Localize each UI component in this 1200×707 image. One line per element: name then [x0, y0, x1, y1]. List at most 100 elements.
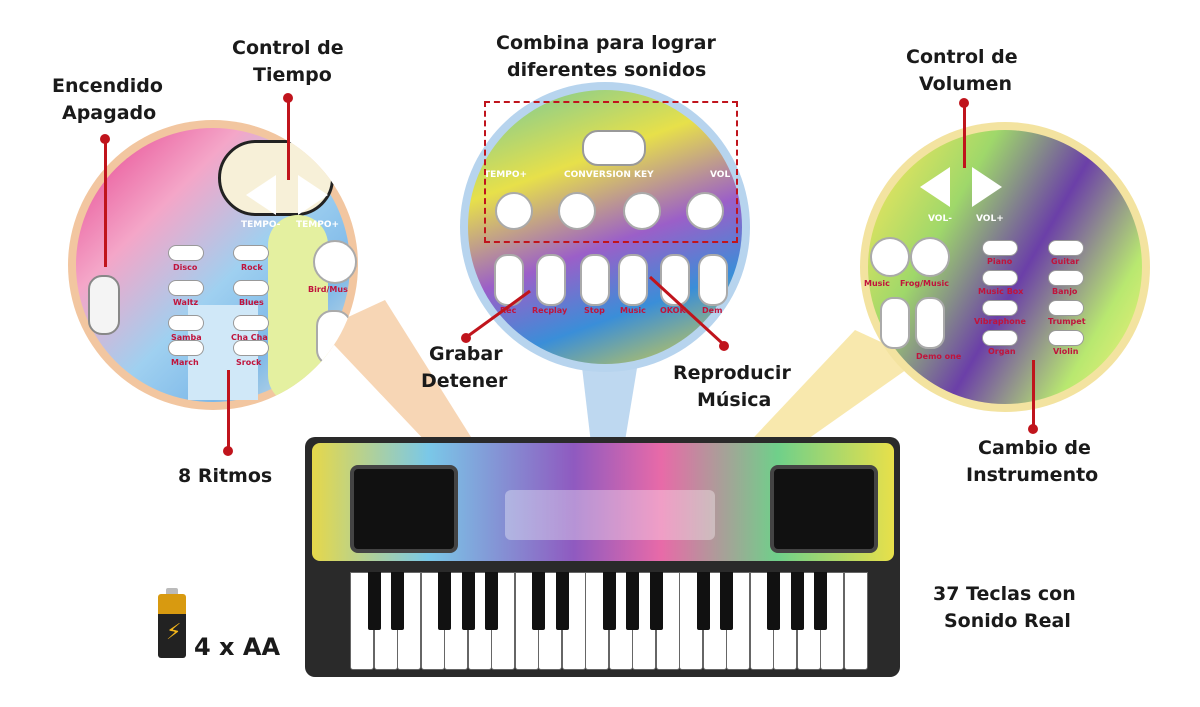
rhythm-label-4: Blues: [239, 298, 264, 307]
black-key[interactable]: [367, 572, 381, 630]
speaker-right: [770, 465, 878, 553]
rhythm-label-5: Samba: [171, 333, 202, 342]
power-switch[interactable]: [88, 275, 120, 335]
pointer-dot-instrument: [1028, 424, 1038, 434]
demo-button-1[interactable]: [880, 297, 910, 349]
play-button-5[interactable]: [660, 254, 690, 306]
tempo-minus-label: TEMPO-: [241, 220, 281, 230]
rhythm-button-1[interactable]: [168, 245, 204, 261]
label-teclas-1: 37 Teclas con: [933, 583, 1076, 605]
label-control-volumen-2: Volumen: [919, 73, 1012, 95]
instrument-button-7[interactable]: [982, 330, 1018, 346]
music-label: Music: [864, 279, 890, 288]
vol-plus-button[interactable]: [972, 167, 1002, 207]
rhythm-button-7[interactable]: [168, 340, 204, 356]
instrument-label-3: Music Box: [978, 287, 1024, 296]
sound-button-3[interactable]: [623, 192, 661, 230]
black-key[interactable]: [532, 572, 545, 630]
black-key[interactable]: [649, 572, 663, 630]
rhythm-button-8[interactable]: [233, 340, 269, 356]
rhythm-button-6[interactable]: [233, 315, 269, 331]
pointer-line-instrument: [1032, 360, 1035, 430]
instrument-label-4: Banjo: [1052, 287, 1078, 296]
play-label-1: Rec: [500, 306, 517, 315]
battery-label: 4 x AA: [194, 633, 281, 661]
play-label-4: Music: [620, 306, 646, 315]
label-combina-1: Combina para lograr: [496, 32, 716, 54]
demo-label: Demo one: [916, 352, 962, 361]
instrument-label-8: Violin: [1053, 347, 1079, 356]
black-key[interactable]: [767, 572, 780, 630]
instrument-button-6[interactable]: [1048, 300, 1084, 316]
white-key[interactable]: [843, 572, 868, 670]
instrument-button-4[interactable]: [1048, 270, 1084, 286]
instrument-button-8[interactable]: [1048, 330, 1084, 346]
demo-button-2[interactable]: [915, 297, 945, 349]
instrument-button-1[interactable]: [982, 240, 1018, 256]
black-key[interactable]: [555, 572, 569, 630]
instrument-button-5[interactable]: [982, 300, 1018, 316]
sound-button-2[interactable]: [558, 192, 596, 230]
pointer-line-power: [104, 139, 107, 267]
rhythm-label-2: Rock: [241, 263, 263, 272]
instrument-button-3[interactable]: [982, 270, 1018, 286]
instrument-label-5: Vibraphone: [974, 317, 1026, 326]
play-button-2[interactable]: [536, 254, 566, 306]
black-key[interactable]: [461, 572, 475, 630]
tempo-minus-button[interactable]: [246, 175, 276, 215]
play-label-3: Stop: [584, 306, 605, 315]
rhythm-label-8: Srock: [236, 358, 262, 367]
rhythm-button-5[interactable]: [168, 315, 204, 331]
label-control-volumen-1: Control de: [906, 46, 1018, 68]
play-button-3[interactable]: [580, 254, 610, 306]
rhythm-label-7: March: [171, 358, 199, 367]
bird-music-button[interactable]: [313, 240, 357, 284]
black-key[interactable]: [814, 572, 827, 630]
vol-minus-label: VOL-: [928, 214, 952, 224]
vol-minus-button[interactable]: [920, 167, 950, 207]
instrument-label-7: Organ: [988, 347, 1016, 356]
black-key[interactable]: [391, 572, 404, 630]
sound-button-4[interactable]: [686, 192, 724, 230]
zoom-circle-power-tempo: TEMPO- TEMPO+ Bird/Mus Disco Rock Waltz …: [68, 120, 358, 410]
black-key[interactable]: [602, 572, 616, 630]
label-reproducir: Reproducir: [673, 362, 791, 384]
sound-button-1[interactable]: [495, 192, 533, 230]
black-key[interactable]: [438, 572, 451, 630]
play-button-4[interactable]: [618, 254, 648, 306]
panel-buttons: [505, 490, 715, 540]
play-button-1[interactable]: [494, 254, 524, 306]
pointer-line-tempo: [287, 98, 290, 180]
black-key[interactable]: [696, 572, 710, 630]
black-key[interactable]: [720, 572, 733, 630]
black-key[interactable]: [626, 572, 639, 630]
music-button[interactable]: [870, 237, 910, 277]
tempo-plus-button[interactable]: [298, 175, 328, 215]
tempo-label-mid: TEMPO+: [484, 170, 528, 180]
speaker-left: [350, 465, 458, 553]
play-button-6[interactable]: [698, 254, 728, 306]
label-combina-2: diferentes sonidos: [507, 59, 707, 81]
instrument-label-6: Trumpet: [1048, 317, 1086, 326]
label-control-tiempo-2: Tiempo: [253, 64, 332, 86]
play-label-5: OKOK: [660, 306, 686, 315]
extra-button[interactable]: [316, 310, 352, 366]
pointer-dot-rhythms: [223, 446, 233, 456]
label-teclas-2: Sonido Real: [944, 610, 1071, 632]
tempo-plus-label: TEMPO+: [296, 220, 340, 230]
rhythm-button-3[interactable]: [168, 280, 204, 296]
frog-music-button[interactable]: [910, 237, 950, 277]
label-cambio-2: Instrumento: [966, 464, 1099, 486]
conversion-key-button[interactable]: [582, 130, 646, 166]
rhythm-button-4[interactable]: [233, 280, 269, 296]
rhythm-button-2[interactable]: [233, 245, 269, 261]
zoom-circle-volume-instrument: VOL- VOL+ Music Frog/Music Demo one Pian…: [860, 122, 1150, 412]
label-detener: Detener: [421, 370, 508, 392]
instrument-button-2[interactable]: [1048, 240, 1084, 256]
instrument-label-1: Piano: [987, 257, 1013, 266]
vol-plus-label: VOL+: [976, 214, 1004, 224]
conversion-key-label: CONVERSION KEY: [564, 170, 654, 180]
black-key[interactable]: [790, 572, 804, 630]
rhythm-label-1: Disco: [173, 263, 198, 272]
black-key[interactable]: [485, 572, 498, 630]
